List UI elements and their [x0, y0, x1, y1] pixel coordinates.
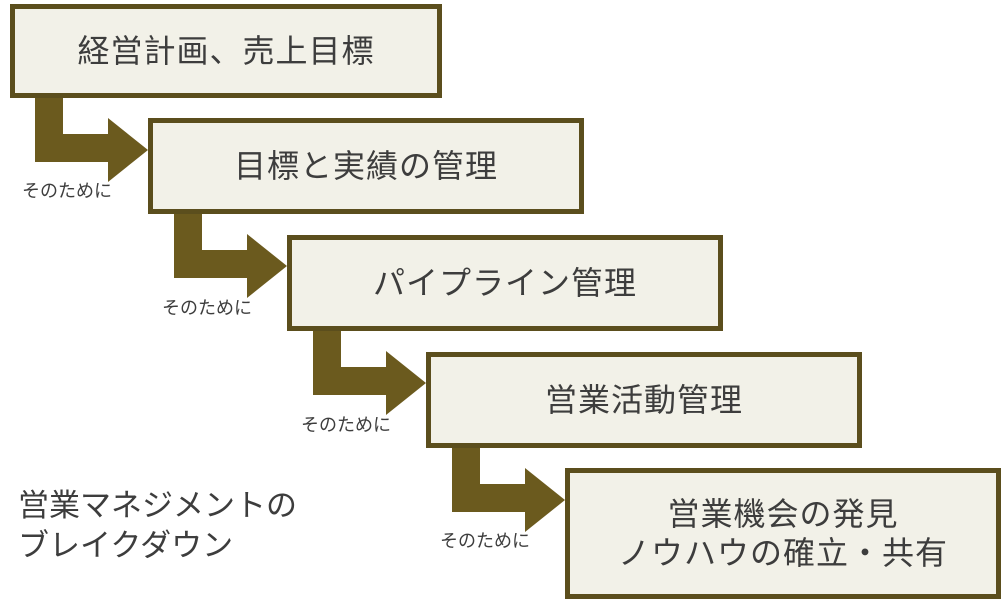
connector-label: そのために [22, 181, 112, 202]
connector-arrow-4 [452, 448, 565, 532]
step-box-pipeline-management: パイプライン管理 [287, 235, 723, 331]
step-box-business-plan: 経営計画、売上目標 [10, 4, 442, 98]
connector-label: そのために [301, 415, 391, 436]
step-box-target-management: 目標と実績の管理 [148, 118, 584, 214]
diagram-caption: 営業マネジメントの ブレイクダウン [18, 488, 297, 565]
step-label: 営業活動管理 [544, 380, 743, 419]
connector-label: そのために [440, 531, 530, 552]
connector-label: そのために [162, 298, 252, 319]
connector-arrow-3 [313, 331, 426, 415]
step-label: 営業機会の発見 ノウハウの確立・共有 [617, 495, 948, 572]
step-box-opportunity-knowhow: 営業機会の発見 ノウハウの確立・共有 [565, 468, 1001, 599]
connector-arrow-2 [174, 214, 287, 298]
step-label: パイプライン管理 [372, 263, 637, 302]
step-label: 経営計画、売上目標 [77, 31, 375, 70]
step-box-activity-management: 営業活動管理 [426, 352, 862, 448]
connector-arrow-1 [35, 98, 148, 182]
step-label: 目標と実績の管理 [233, 146, 498, 185]
